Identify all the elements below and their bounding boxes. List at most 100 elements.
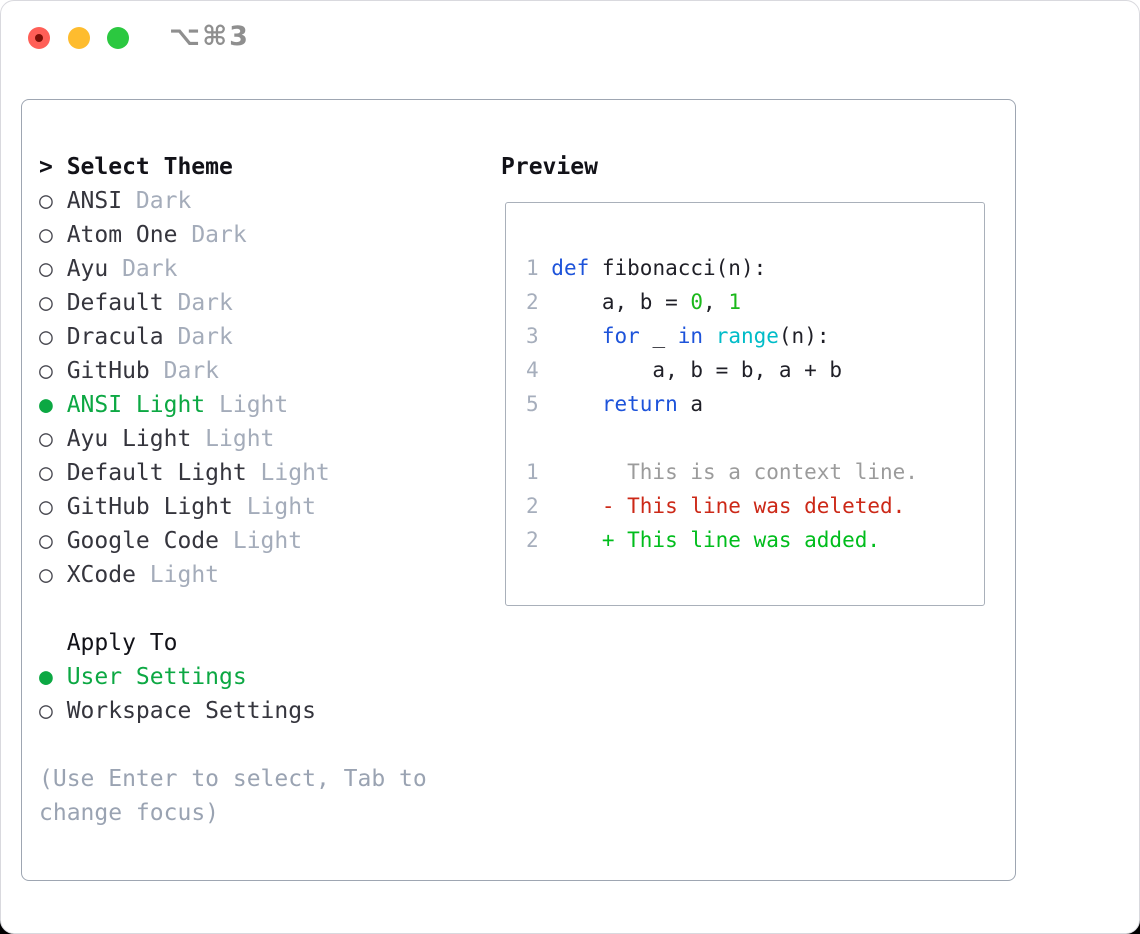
preview-code-box: 1 def fibonacci(n): 2 a, b = 0, 1 3 for …	[505, 202, 985, 606]
apply-option-workspace-settings[interactable]: ○ Workspace Settings	[39, 694, 484, 728]
theme-variant: Dark	[177, 290, 233, 316]
code-line: 2 a, b = 0, 1	[526, 285, 984, 319]
theme-variant: Light	[246, 494, 316, 520]
diff-added-line: 2 + This line was added.	[526, 523, 984, 557]
theme-variant: Dark	[177, 324, 233, 350]
radio-icon: ○	[39, 494, 53, 520]
preview-pane: Preview 1 def fibonacci(n): 2 a, b = 0, …	[484, 100, 1015, 880]
code-segment: fibonacci(n):	[589, 256, 767, 280]
theme-option-default-light[interactable]: ○ Default Light Light	[39, 456, 484, 490]
diff-added-text: + This line was added.	[538, 528, 881, 552]
theme-variant: Light	[260, 460, 330, 486]
help-text-line-2: change focus)	[39, 800, 220, 826]
theme-name: GitHub Light	[66, 494, 233, 520]
apply-to-title: Apply To	[66, 630, 178, 656]
radio-icon: ○	[39, 460, 53, 486]
minimize-button[interactable]	[68, 27, 90, 49]
spacer	[39, 728, 484, 762]
theme-option-atom-one-dark[interactable]: ○ Atom One Dark	[39, 218, 484, 252]
diff-deleted-text: - This line was deleted.	[538, 494, 906, 518]
maximize-button[interactable]	[107, 27, 129, 49]
titlebar: ⌥⌘3	[1, 1, 1139, 76]
line-number: 2	[526, 494, 539, 518]
theme-variant: Light	[149, 562, 220, 588]
line-number: 5	[526, 392, 539, 416]
radio-selected-icon: ●	[39, 392, 53, 418]
theme-option-github-light[interactable]: ○ GitHub Light Light	[39, 490, 484, 524]
theme-name: Atom One	[66, 222, 178, 248]
radio-icon: ○	[39, 188, 53, 214]
code-segment: a, b = b, a + b	[538, 358, 843, 382]
line-number: 4	[526, 358, 539, 382]
code-keyword: def	[551, 256, 590, 280]
help-text-line-1: (Use Enter to select, Tab to	[39, 766, 427, 792]
theme-option-default-dark[interactable]: ○ Default Dark	[39, 286, 484, 320]
diff-context-line: 1 This is a context line.	[526, 455, 984, 489]
code-segment: ,	[703, 290, 729, 314]
spacer	[526, 421, 984, 455]
radio-icon: ○	[39, 358, 53, 384]
code-function: range	[715, 324, 779, 348]
theme-variant: Dark	[191, 222, 247, 248]
line-number: 3	[526, 324, 539, 348]
apply-option-label: User Settings	[66, 664, 247, 690]
code-line: 5 return a	[526, 387, 984, 421]
radio-icon: ○	[39, 562, 53, 588]
theme-option-ansi-light-selected[interactable]: ● ANSI Light Light	[39, 388, 484, 422]
radio-icon: ○	[39, 528, 53, 554]
radio-icon: ○	[39, 290, 53, 316]
apply-option-user-settings[interactable]: ● User Settings	[39, 660, 484, 694]
theme-name: Dracula	[66, 324, 164, 350]
line-number: 1	[526, 460, 539, 484]
radio-icon: ○	[39, 426, 53, 452]
code-line: 4 a, b = b, a + b	[526, 353, 984, 387]
line-number: 1	[526, 256, 539, 280]
radio-icon: ○	[39, 222, 53, 248]
select-theme-header: > Select Theme	[39, 150, 484, 184]
window-title: ⌥⌘3	[169, 21, 250, 52]
radio-icon: ○	[39, 324, 53, 350]
preview-title: Preview	[501, 154, 598, 180]
theme-name: Google Code	[66, 528, 220, 554]
theme-name: Ayu	[66, 256, 109, 282]
theme-variant: Dark	[135, 188, 192, 214]
prompt-icon: >	[39, 154, 53, 180]
code-line: 3 for _ in range(n):	[526, 319, 984, 353]
select-theme-title: Select Theme	[66, 154, 233, 180]
apply-option-label: Workspace Settings	[66, 698, 316, 724]
theme-variant: Dark	[122, 256, 178, 282]
spacer	[39, 592, 484, 626]
apply-to-header: Apply To	[39, 626, 484, 660]
line-number: 2	[526, 528, 539, 552]
line-number: 2	[526, 290, 539, 314]
theme-variant: Light	[205, 426, 275, 452]
theme-option-google-code-light[interactable]: ○ Google Code Light	[39, 524, 484, 558]
code-segment: (n):	[778, 324, 830, 348]
close-button[interactable]	[28, 27, 50, 49]
theme-name: Default Light	[66, 460, 247, 486]
code-keyword: in	[677, 324, 704, 348]
code-segment	[703, 324, 716, 348]
theme-variant: Light	[232, 528, 303, 554]
code-segment: a, b =	[538, 290, 691, 314]
code-segment	[539, 256, 552, 280]
code-literal: 1	[728, 290, 741, 314]
theme-variant: Dark	[163, 358, 220, 384]
theme-name: Default	[66, 290, 164, 316]
code-line: 1 def fibonacci(n):	[526, 251, 984, 285]
theme-variant: Light	[219, 392, 289, 418]
theme-name: ANSI Light	[66, 392, 206, 418]
diff-context-text: This is a context line.	[538, 460, 918, 484]
code-segment	[539, 392, 602, 416]
radio-icon: ○	[39, 698, 53, 724]
theme-option-dracula-dark[interactable]: ○ Dracula Dark	[39, 320, 484, 354]
radio-selected-icon: ●	[39, 664, 53, 690]
code-keyword: return	[601, 392, 678, 416]
